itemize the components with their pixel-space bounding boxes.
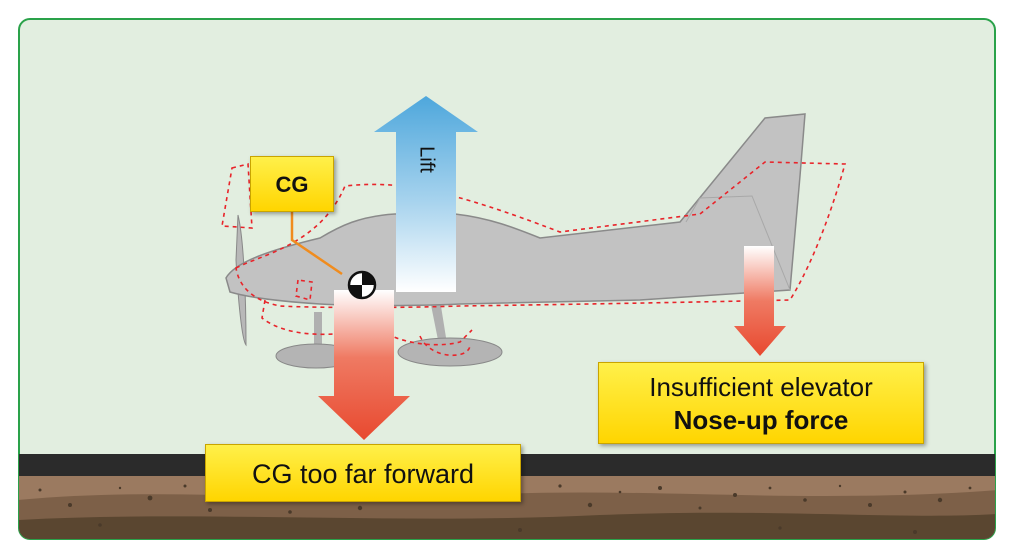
cg-symbol-icon — [347, 270, 377, 300]
cg-pointer-line — [290, 212, 343, 276]
ground-lower — [19, 512, 995, 539]
lift-arrow — [374, 96, 478, 292]
elevator-label-line1: Insufficient elevator — [649, 372, 873, 402]
elevator-label-line2: Nose-up force — [673, 405, 849, 435]
aircraft-tail-shadow — [685, 195, 791, 291]
cg-forward-label: CG too far forward — [205, 444, 521, 502]
elevator-force-arrow — [734, 246, 786, 356]
cg-label: CG — [250, 156, 334, 212]
lift-label: Lift — [415, 146, 438, 173]
weight-arrow — [318, 290, 410, 440]
elevator-force-label: Insufficient elevator Nose-up force — [598, 362, 924, 444]
